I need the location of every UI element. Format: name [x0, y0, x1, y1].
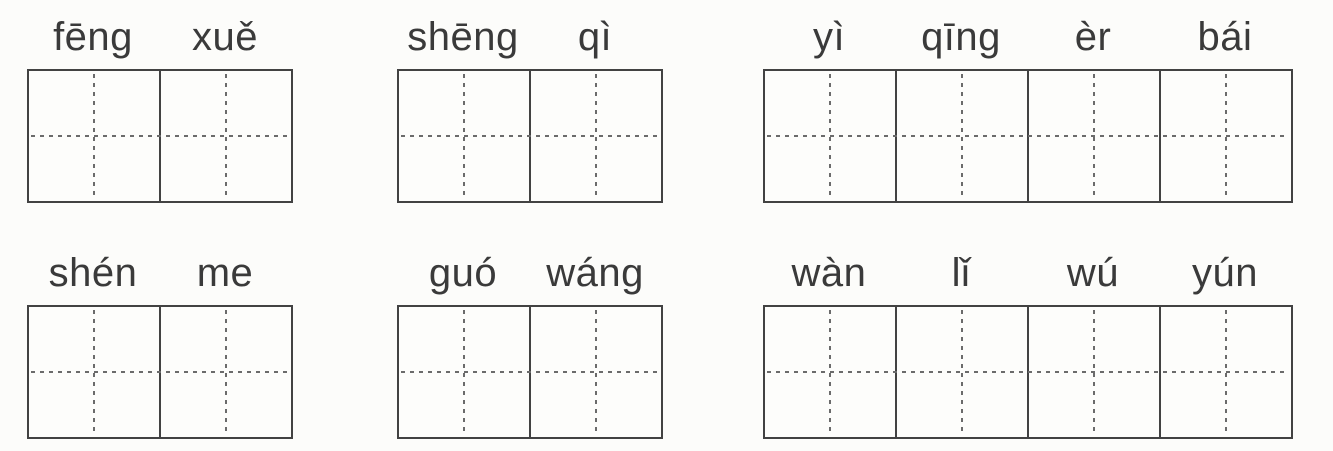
writing-box[interactable]: [159, 307, 291, 437]
pinyin-syllable: qīng: [921, 15, 1001, 59]
writing-box[interactable]: [765, 307, 895, 437]
writing-box[interactable]: [1027, 307, 1159, 437]
pinyin-word-group-shen-me: shén me: [27, 244, 293, 442]
writing-box[interactable]: [895, 71, 1027, 201]
writing-box[interactable]: [1159, 307, 1291, 437]
writing-box[interactable]: [895, 307, 1027, 437]
pinyin-syllable: qì: [577, 15, 613, 59]
pinyin-row: fēng xuě: [27, 8, 293, 69]
writing-grid: [763, 69, 1293, 203]
pinyin-row: wàn lǐ wú yún: [763, 244, 1293, 305]
writing-box[interactable]: [765, 71, 895, 201]
pinyin-row: guó wáng: [397, 244, 663, 305]
writing-grid: [27, 69, 293, 203]
pinyin-word-group-sheng-qi: shēng qì: [397, 8, 663, 206]
pinyin-syllable: yì: [812, 15, 846, 59]
writing-box[interactable]: [1159, 71, 1291, 201]
pinyin-syllable: me: [196, 251, 254, 295]
pinyin-row: shēng qì: [397, 8, 663, 69]
pinyin-word-group-yi-qing-er-bai: yì qīng èr bái: [763, 8, 1293, 206]
pinyin-syllable: shēng: [407, 15, 519, 59]
pinyin-syllable: èr: [1074, 15, 1112, 59]
writing-grid: [397, 69, 663, 203]
writing-box[interactable]: [29, 307, 159, 437]
pinyin-syllable: yún: [1192, 251, 1258, 295]
pinyin-word-group-feng-xue: fēng xuě: [27, 8, 293, 206]
writing-box[interactable]: [399, 71, 529, 201]
pinyin-syllable: guó: [428, 251, 498, 295]
writing-grid: [763, 305, 1293, 439]
writing-box[interactable]: [1027, 71, 1159, 201]
writing-box[interactable]: [399, 307, 529, 437]
pinyin-word-group-wan-li-wu-yun: wàn lǐ wú yún: [763, 244, 1293, 442]
pinyin-syllable: fēng: [53, 15, 133, 59]
writing-box[interactable]: [159, 71, 291, 201]
pinyin-syllable: wàn: [791, 251, 867, 295]
writing-box[interactable]: [529, 71, 661, 201]
pinyin-syllable: xuě: [192, 15, 258, 59]
pinyin-syllable: shén: [48, 251, 138, 295]
pinyin-row: yì qīng èr bái: [763, 8, 1293, 69]
writing-grid: [397, 305, 663, 439]
pinyin-syllable: bái: [1197, 15, 1253, 59]
pinyin-row: shén me: [27, 244, 293, 305]
pinyin-syllable: wú: [1066, 251, 1120, 295]
pinyin-syllable: lǐ: [951, 251, 971, 295]
writing-grid: [27, 305, 293, 439]
pinyin-word-group-guo-wang: guó wáng: [397, 244, 663, 442]
writing-box[interactable]: [529, 307, 661, 437]
writing-box[interactable]: [29, 71, 159, 201]
pinyin-syllable: wáng: [546, 251, 644, 295]
